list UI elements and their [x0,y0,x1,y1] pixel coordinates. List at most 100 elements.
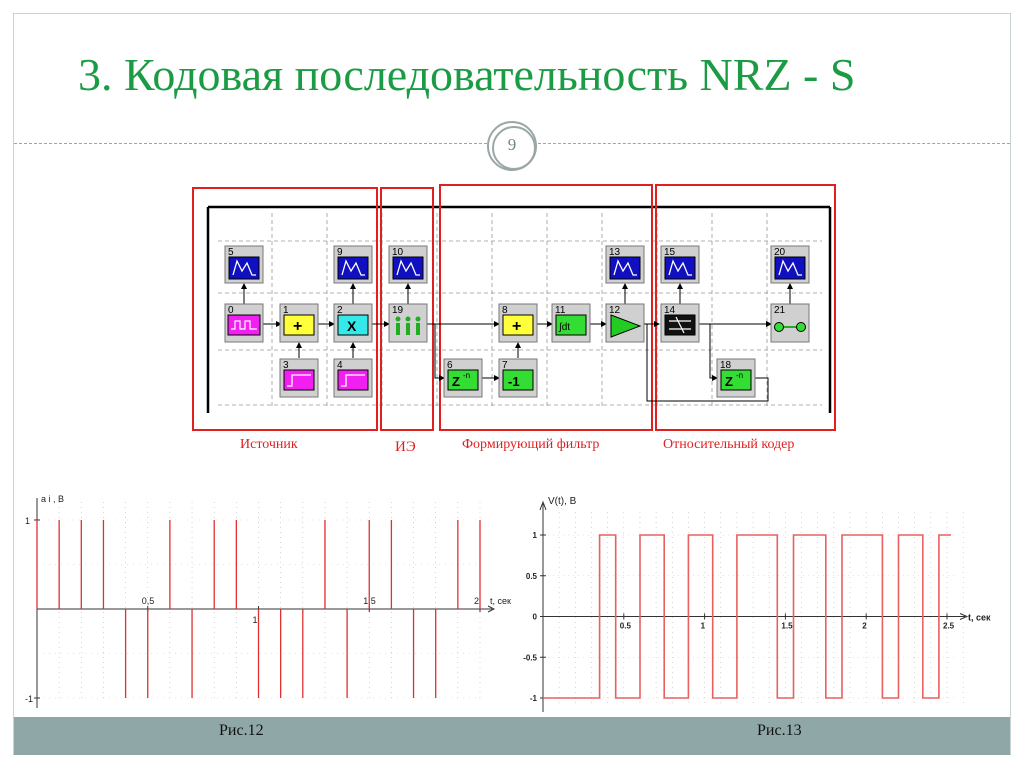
x-axis-arrow [959,613,969,620]
x-axis-label: t, сек [968,613,991,623]
block-10[interactable]: 10 [388,245,428,284]
svg-text:6: 6 [447,360,453,371]
title-separator-left [14,143,492,144]
svg-text:10: 10 [392,247,404,258]
group-frame-filter [439,184,653,431]
x-tick-label: 2 [862,622,867,631]
group-label-filter: Формирующий фильтр [462,437,600,452]
sampler-icon [395,316,421,335]
x-tick-label: 2 [474,596,479,606]
svg-text:12: 12 [609,305,621,316]
amplifier-icon [610,314,642,338]
svg-text:13: 13 [609,247,621,258]
block-3[interactable]: 3 [279,358,319,398]
y-axis-arrow [539,500,547,511]
svg-text:-n: -n [736,371,743,380]
block-7[interactable]: 7 -1 [498,358,538,398]
output-node-icon [774,322,806,332]
block-diagram: 5 9 10 13 15 20 [190,183,840,438]
svg-text:Z: Z [452,374,460,389]
block-diagram-svg: 5 9 10 13 15 20 [192,184,836,431]
svg-text:8: 8 [502,305,508,316]
svg-text:3: 3 [283,360,289,371]
y-tick-label: 1 [533,531,538,540]
x-tick-label: 1 [253,615,258,625]
x-tick-label: 2.5 [943,622,955,631]
y-tick-label: 0 [533,613,538,622]
scope-icon [396,259,420,276]
step-icon [341,374,365,387]
y-tick-label: -1 [25,694,33,704]
caption-fig13: Рис.13 [757,722,802,739]
slide-title: 3. Кодовая последовательность NRZ - S [78,49,856,100]
group-label-coder: Относительный кодер [663,437,795,452]
scope-icon [778,259,802,276]
svg-text:-n: -n [463,371,470,380]
x-tick-label: 0.5 [620,622,632,631]
block-9[interactable]: 9 [333,245,373,284]
svg-text:20: 20 [774,247,786,258]
svg-text:11: 11 [555,305,566,316]
title-separator-right [538,143,1010,144]
y-tick-label: -1 [530,694,538,703]
svg-text:Z: Z [725,374,733,389]
block-15[interactable]: 15 [660,245,700,284]
page-number-badge: 9 [487,121,537,171]
svg-text:+: + [512,318,521,335]
svg-text:4: 4 [337,360,343,371]
svg-text:-1: -1 [508,374,520,389]
x-axis-arrow [487,605,496,613]
step-icon [287,374,311,387]
svg-text:18: 18 [720,360,732,371]
svg-text:9: 9 [337,247,343,258]
block-20[interactable]: 20 [770,245,810,284]
block-8[interactable]: 8 + [498,303,538,343]
y-axis-label: a i , В [41,494,64,504]
block-2[interactable]: 2 X [333,303,373,343]
block-13[interactable]: 13 [605,245,645,284]
group-label-ie: ИЭ [395,439,416,455]
svg-text:15: 15 [664,247,676,258]
svg-text:X: X [347,318,357,334]
scope-icon [341,259,365,276]
group-frame-coder [655,184,836,431]
block-19[interactable]: 19 [388,303,428,343]
svg-text:21: 21 [774,305,786,316]
y-tick-label: -0.5 [523,653,537,662]
block-5[interactable]: 5 [224,245,264,284]
y-axis-label: V(t), В [548,496,577,507]
svg-text:14: 14 [664,305,676,316]
block-6[interactable]: 6 Z -n [443,358,483,398]
group-frame-source [192,187,378,431]
x-axis-label: t, сек [490,596,511,606]
svg-text:7: 7 [502,360,508,371]
block-4[interactable]: 4 [333,358,373,398]
group-frame-ie [380,187,434,431]
y-tick-label: 1 [25,516,30,526]
wires [241,283,793,402]
block-0[interactable]: 0 [224,303,264,343]
svg-text:∫dt: ∫dt [558,322,570,333]
block-12[interactable]: 12 [605,303,645,343]
x-tick-label: 1.5 [781,622,793,631]
pulse-generator-icon [231,320,257,330]
svg-text:19: 19 [392,305,404,316]
block-1[interactable]: 1 + [279,303,319,343]
svg-text:+: + [293,318,302,335]
block-11[interactable]: 11 ∫dt [551,303,591,343]
block-18[interactable]: 18 Z -n [716,358,756,398]
scope-icon [668,259,692,276]
group-label-source: Источник [240,437,298,452]
block-21[interactable]: 21 [770,303,810,343]
block-14[interactable]: 14 [660,303,700,343]
scope-icon [232,259,256,276]
svg-text:5: 5 [228,247,234,258]
y-tick-label: 0.5 [526,572,538,581]
nrz-s-series-line [543,534,951,699]
caption-bar [14,717,1010,755]
comparator-icon [669,316,691,334]
svg-text:0: 0 [228,305,234,316]
